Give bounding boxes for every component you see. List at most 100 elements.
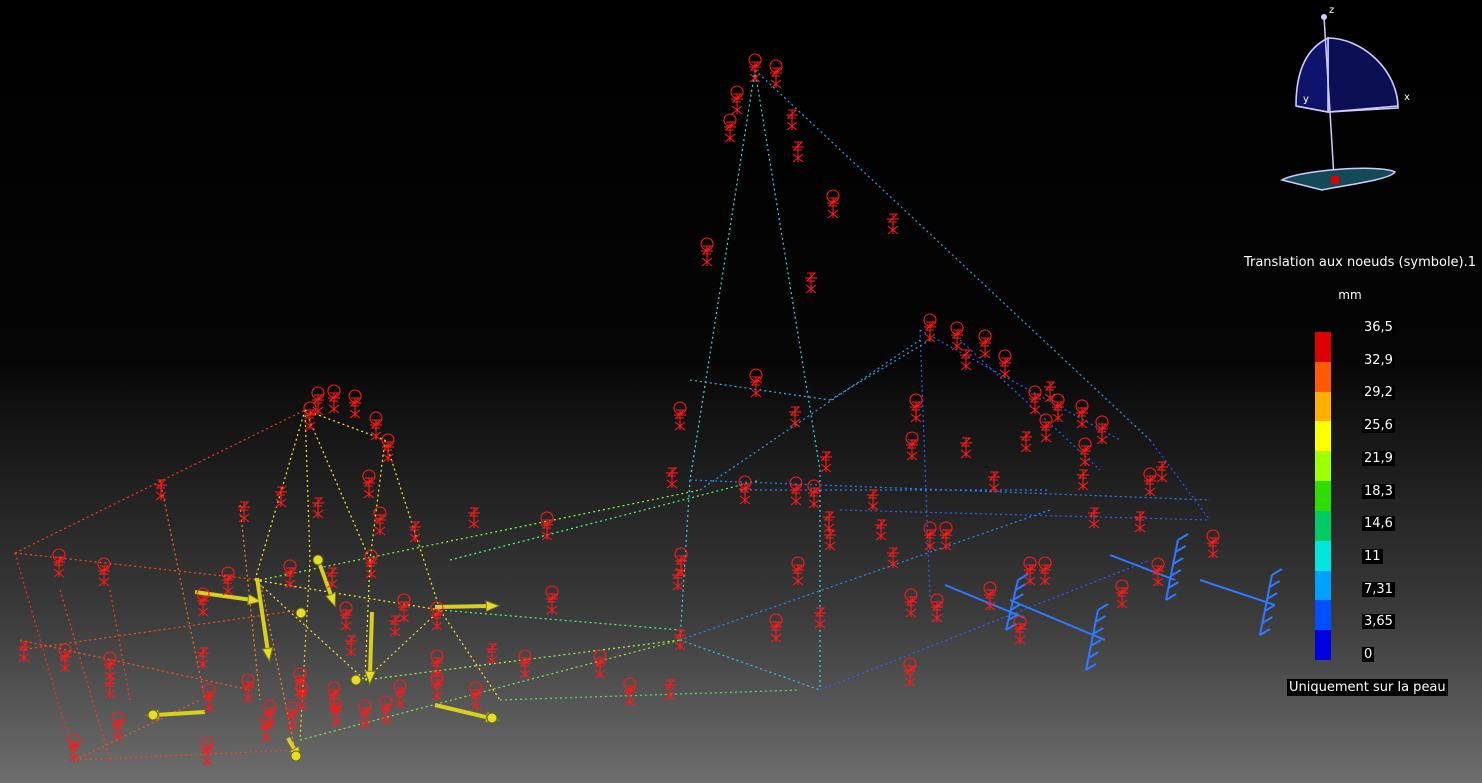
translation-symbol [674,547,688,577]
translation-symbol [468,507,480,529]
translation-symbol-x [18,653,30,663]
translation-symbol-x [260,733,272,743]
translation-symbol-ring [983,581,997,595]
translation-symbol-x [304,421,316,431]
force-node-dot [290,750,302,762]
translation-symbol-ring [998,349,1012,363]
force-node-dot [350,674,362,686]
translation-symbol [369,411,383,441]
translation-symbol-ring [950,321,964,335]
translation-symbol-z [960,349,972,359]
translation-symbol [155,479,167,501]
translation-symbol [1023,556,1037,586]
legend-value-label: 25,6 [1362,418,1395,434]
translation-symbol-x [541,531,553,541]
translation-symbol-x [340,621,352,631]
translation-symbol [792,141,804,163]
translation-symbol [275,486,287,508]
clamp-hatch [1259,628,1271,636]
translation-symbol-x [594,669,606,679]
compass-x-axis [1327,105,1399,113]
translation-symbol-ring [381,433,395,447]
legend-swatch [1315,540,1331,572]
translation-symbol [358,699,372,729]
translation-symbol-x [431,691,443,701]
translation-symbol-z [792,141,804,151]
translation-symbol-ring [285,701,299,715]
translation-symbol [1038,556,1052,586]
mesh-edge [919,329,1121,441]
translation-symbol [362,469,376,499]
translation-symbol [104,677,116,699]
translation-symbol [312,497,324,519]
translation-symbol [700,237,714,267]
translation-symbol-x [931,613,943,623]
translation-symbol-ring [430,671,444,685]
translation-symbol [1206,529,1220,559]
mesh-edge [364,609,441,681]
mesh-wireframe [14,69,1211,761]
translation-symbol-x [312,509,324,519]
translation-symbol [789,406,801,428]
force-node [290,750,302,762]
clamp-hatch [1177,533,1189,541]
translation-symbol-x [674,421,686,431]
translation-symbol-x [988,483,1000,493]
compass-y-axis [1295,105,1329,113]
orientation-compass[interactable]: z x y [1270,0,1420,200]
translation-symbol [769,59,783,89]
translation-symbol-ring [769,59,783,73]
legend-swatch [1315,391,1331,422]
clamp-arm [1009,599,1106,641]
translation-symbol-x [984,601,996,611]
compass-z-handle[interactable] [1321,14,1327,20]
translation-symbol [826,189,840,219]
translation-symbol-x [242,693,254,703]
translation-symbol [666,467,678,489]
translation-symbol-x [486,655,498,665]
translation-symbol-z [468,507,480,517]
mesh-edge [959,339,1101,471]
mesh-edge [74,699,201,761]
translation-symbol-ring [469,681,483,695]
translation-symbol-x [1044,393,1056,403]
translation-symbol [950,321,964,351]
force-arrow-head [485,600,501,612]
mesh-edge [19,609,301,651]
translation-symbol-ring [369,411,383,425]
translation-symbol-x [112,731,124,741]
translation-symbol [295,681,309,711]
translation-symbol [789,476,803,506]
translation-symbol-x [68,753,80,763]
translation-symbol [200,736,214,766]
translation-symbol-ring [700,237,714,251]
translation-symbol-ring [303,401,317,415]
translation-symbol-x [664,691,676,701]
legend-swatch [1315,630,1331,661]
translation-symbol-x [431,621,443,631]
translation-symbol-x [222,586,234,596]
translation-symbol-x [365,569,377,579]
translation-symbol-x [275,498,287,508]
translation-symbol [1020,431,1032,453]
translation-symbol [469,681,483,711]
translation-symbol-z [1088,507,1100,517]
mesh-edge [679,509,1051,641]
translation-symbol [364,549,378,579]
translation-symbol-ring [111,711,125,725]
translation-symbol-ring [221,566,235,580]
translation-symbol-ring [1143,467,1157,481]
translation-symbol-x [1077,481,1089,491]
translation-symbol-ring [939,521,953,535]
translation-symbol-x [887,559,899,569]
force-arrow-head [325,592,337,608]
translation-symbol [1044,381,1056,403]
translation-symbol-z [674,629,686,639]
translation-symbol [988,471,1000,493]
translation-symbol [283,559,297,589]
translation-symbol [409,521,421,543]
translation-symbol-ring [623,677,637,691]
translation-symbol-z [789,406,801,416]
clamp-hatch [1175,545,1187,553]
